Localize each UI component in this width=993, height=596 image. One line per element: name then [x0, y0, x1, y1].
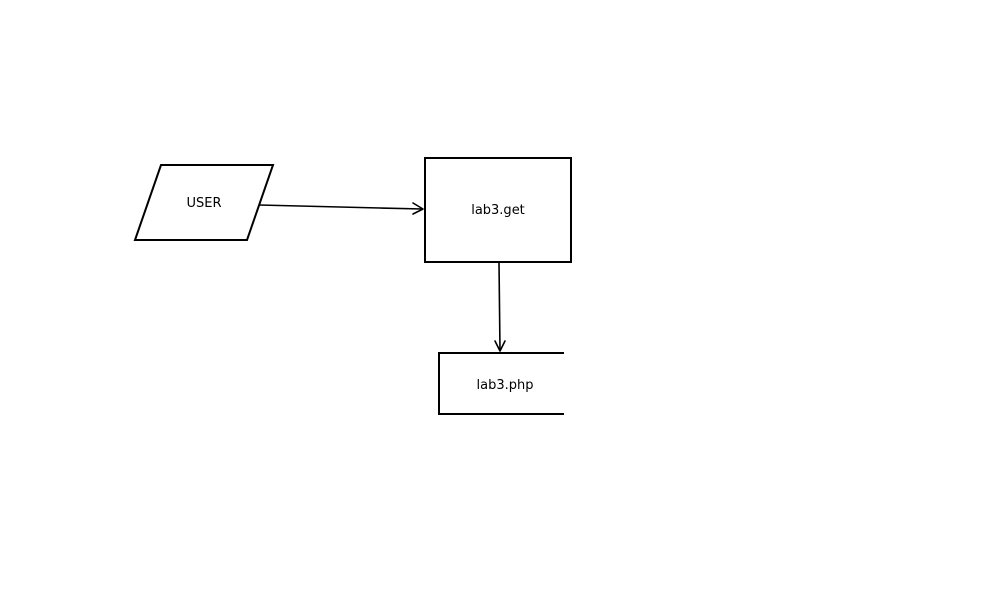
- node-user-shape: [133, 164, 275, 241]
- edge-get-to-php[interactable]: [494, 261, 506, 352]
- node-user[interactable]: USER: [133, 164, 275, 241]
- edge-get-to-php-arrowhead: [494, 340, 506, 352]
- node-lab3-get-shape: [424, 157, 572, 263]
- edge-get-to-php-line: [498, 261, 501, 352]
- node-lab3-get[interactable]: lab3.get: [424, 157, 572, 263]
- edge-user-to-get[interactable]: [258, 202, 424, 215]
- node-lab3-php-shape: [438, 352, 564, 415]
- edge-user-to-get-line: [258, 204, 424, 210]
- node-lab3-get-label: lab3.get: [471, 203, 525, 218]
- node-user-label: USER: [186, 196, 221, 211]
- node-lab3-php-label: lab3.php: [477, 378, 534, 393]
- edge-user-to-get-arrowhead: [412, 202, 424, 215]
- node-lab3-php[interactable]: lab3.php: [438, 352, 564, 415]
